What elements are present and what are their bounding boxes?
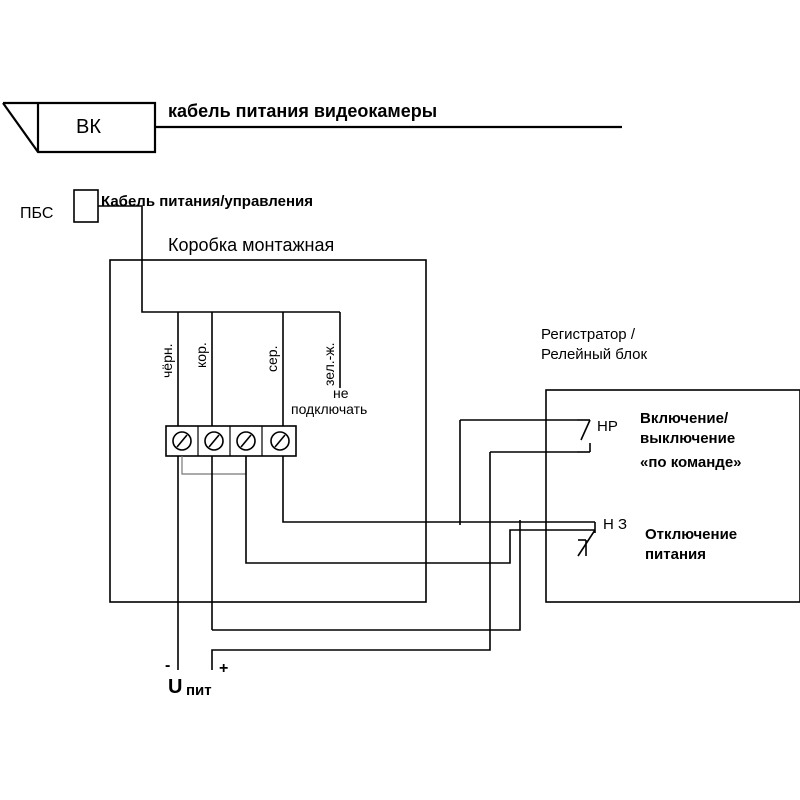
wire-plus-supply [211,452,491,670]
terminal-screw-3 [236,431,256,451]
wire-to-nc-return [245,456,595,564]
do-not-connect-note-1: не [333,385,349,401]
registrar-title-2: Релейный блок [541,346,647,363]
wire-brown-to-relay [212,520,521,631]
psu-label: ПБС [20,205,53,222]
terminal-screw-1 [172,431,192,451]
contact-no-label: НР [597,418,618,435]
psu-box [73,189,99,223]
no-contact [577,419,591,453]
registrar-title-1: Регистратор / [541,326,636,343]
nc-desc-2: питания [645,546,706,563]
mount-box [109,259,427,603]
do-not-connect-note-2: подключать [291,401,367,417]
terminal-screw-4 [270,431,290,451]
registrar-box [545,389,800,603]
wire-label-black: чёрн. [159,344,175,379]
no-desc-1: Включение/ [640,410,729,427]
no-desc-2: выключение [640,430,735,447]
terminal-block [165,425,297,457]
power-u-label: пит [186,682,212,699]
mount-box-title: Коробка монтажная [168,235,334,255]
camera-body-outline [2,101,157,154]
nc-desc-1: Отключение [645,526,737,543]
wire-label-grey: сер. [264,346,280,372]
control-cable [98,205,340,313]
nc-contact [577,522,596,557]
psu-cable-label: Кабель питания/управления [101,193,313,210]
no-desc-3: «по команде» [640,454,742,471]
contact-nc-label: Н З [603,516,627,533]
camera-label: ВК [76,116,101,138]
terminal-block-body [165,425,297,457]
terminal-jumper [181,456,247,475]
video-camera: ВК [2,101,157,154]
wire-grey-to-nc [282,456,595,523]
camera-cable-label: кабель питания видеокамеры [168,101,437,121]
wire-label-green-yellow: зел.-ж. [321,342,337,386]
wire-label-brown: кор. [193,342,209,368]
terminal-screw-2 [204,431,224,451]
power-plus: + [219,660,228,677]
power-minus: - [165,657,170,674]
power-u-symbol: U [168,676,182,698]
